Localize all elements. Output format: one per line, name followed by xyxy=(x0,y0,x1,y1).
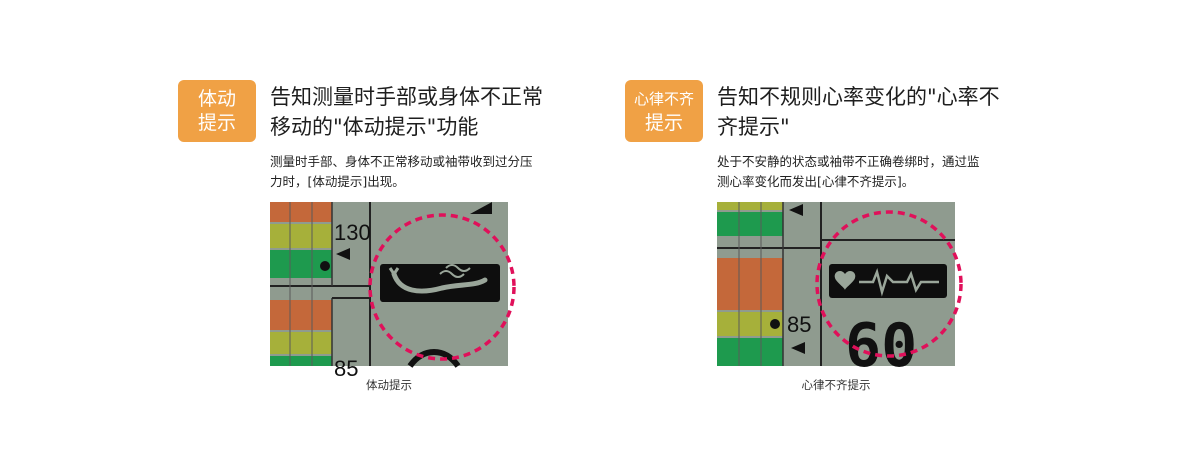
title-line2: 齐提示" xyxy=(717,115,790,139)
desc-line1: 测量时手部、身体不正常移动或袖带收到过分压 xyxy=(270,154,533,169)
lcd-reading-130: 130 xyxy=(334,220,371,245)
lcd-reading-60: 60 xyxy=(845,311,917,381)
badge-line1: 心律不齐 xyxy=(633,90,694,108)
heart-pulse-icon xyxy=(829,264,947,298)
lcd-reading-85: 85 xyxy=(787,312,811,337)
desc-line2: 力时，[体动提示]出现。 xyxy=(270,174,405,189)
lcd-photo-motion: 130 85 xyxy=(270,202,516,381)
feature-title: 告知测量时手部或身体不正常 移动的"体动提示"功能 xyxy=(270,82,570,142)
desc-line2: 测心率变化而发出[心律不齐提示]。 xyxy=(717,174,915,189)
lcd-big-digits: 60 xyxy=(845,311,917,381)
lcd-reading-85: 85 xyxy=(334,356,358,381)
motion-arm-icon xyxy=(380,264,500,302)
title-line1: 告知不规则心率变化的"心率不 xyxy=(717,85,1000,109)
highlight-circle xyxy=(815,210,963,358)
badge-line2: 提示 xyxy=(197,112,236,134)
photo-caption: 体动提示 xyxy=(366,378,412,392)
lcd-photo-heartbeat: 85 60 xyxy=(717,202,963,381)
badge-line1: 体动 xyxy=(197,88,236,110)
feature-motion-indicator: 体动 提示 告知测量时手部或身体不正常 移动的"体动提示"功能 测量时手部、身体… xyxy=(178,80,598,400)
feature-description: 处于不安静的状态或袖带不正确卷绑时，通过监 测心率变化而发出[心律不齐提示]。 xyxy=(717,152,1037,192)
motion-badge: 体动 提示 xyxy=(178,80,256,142)
badge-line2: 提示 xyxy=(644,112,683,134)
highlight-circle xyxy=(368,213,516,361)
title-line1: 告知测量时手部或身体不正常 xyxy=(270,85,543,109)
photo-caption: 心律不齐提示 xyxy=(801,378,871,392)
heartbeat-badge: 心律不齐 提示 xyxy=(625,80,703,142)
feature-description: 测量时手部、身体不正常移动或袖带收到过分压 力时，[体动提示]出现。 xyxy=(270,152,590,192)
bp-bar-graph xyxy=(717,202,955,366)
title-line2: 移动的"体动提示"功能 xyxy=(270,115,479,139)
desc-line1: 处于不安静的状态或袖带不正确卷绑时，通过监 xyxy=(717,154,980,169)
feature-title: 告知不规则心率变化的"心率不 齐提示" xyxy=(717,82,1017,142)
feature-irregular-heartbeat: 心律不齐 提示 告知不规则心率变化的"心率不 齐提示" 处于不安静的状态或袖带不… xyxy=(625,80,1045,400)
